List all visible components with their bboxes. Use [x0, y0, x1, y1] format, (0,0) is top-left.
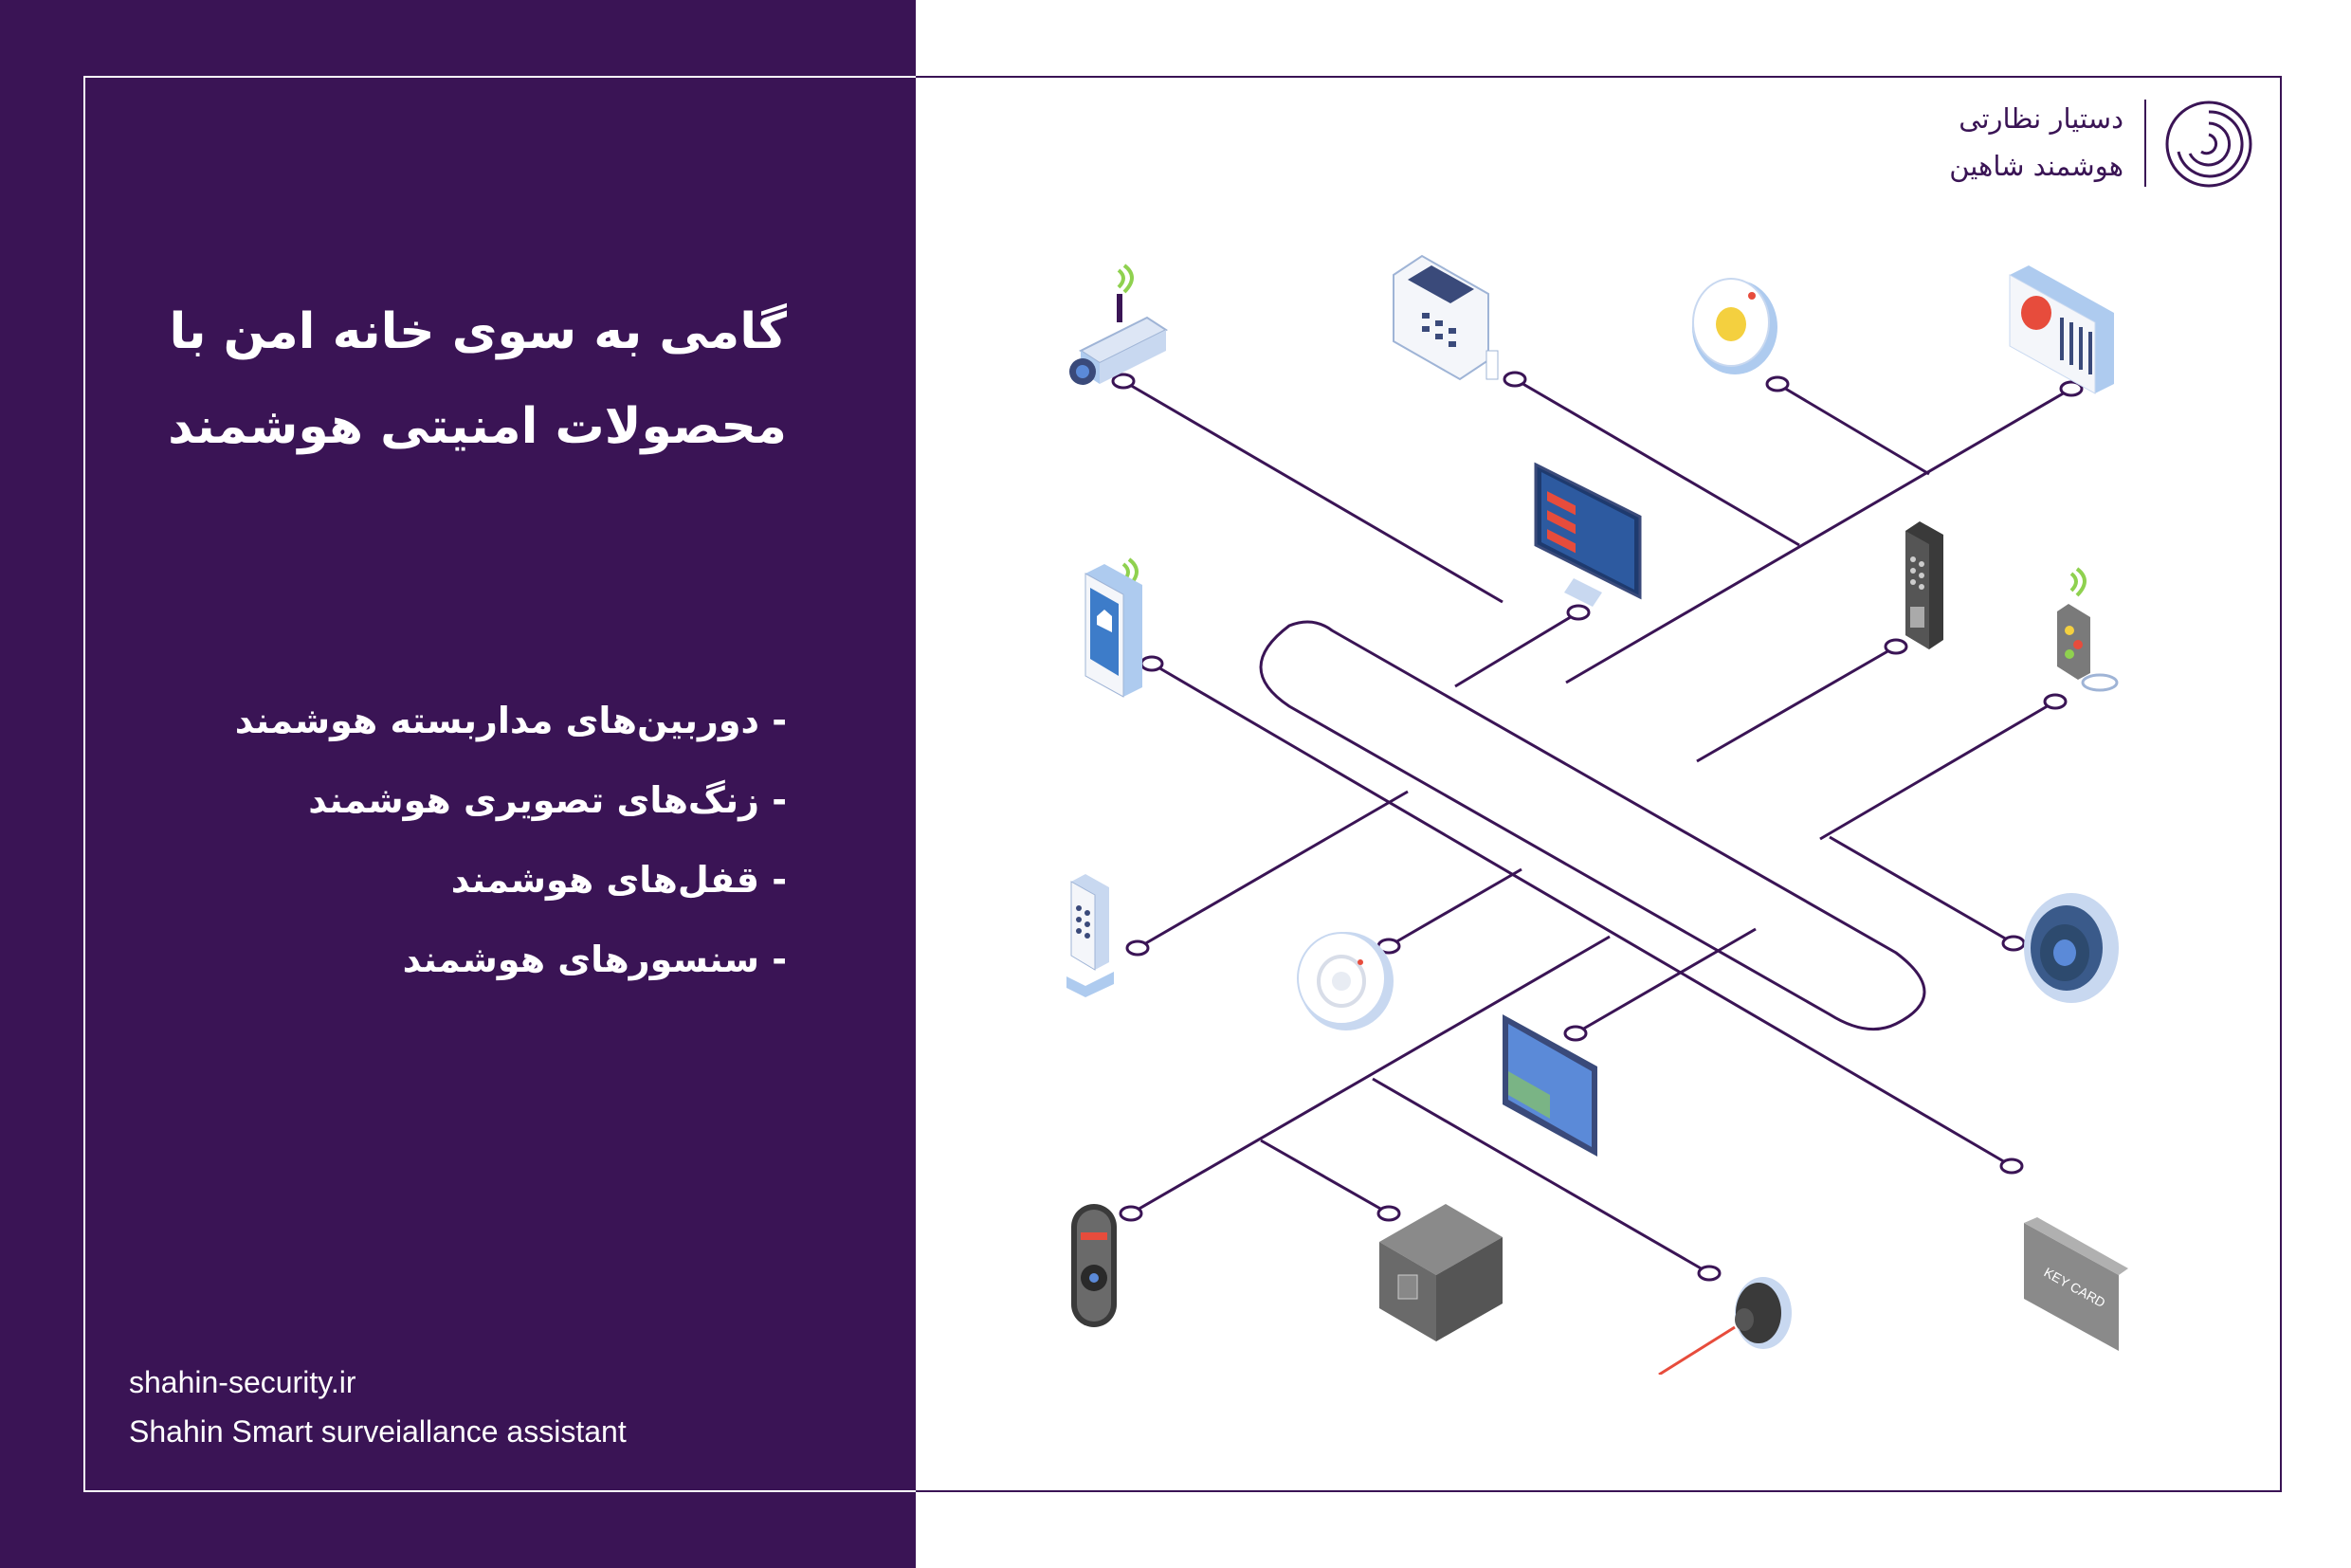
smartphone-icon — [1084, 557, 1142, 698]
shahin-logo-icon — [2165, 100, 2252, 188]
dome-camera-icon — [2024, 893, 2119, 1003]
website-link[interactable]: shahin-security.ir — [129, 1365, 356, 1399]
footer: shahin-security.ir Shahin Smart surveial… — [129, 1358, 627, 1456]
connection-nodes — [1111, 371, 2084, 1282]
door-lock-icon — [1066, 874, 1114, 997]
title-line-1: گامی به سوی خانه امن با — [169, 303, 787, 360]
smoke-detector-icon — [1692, 278, 1777, 374]
logo-divider — [2144, 100, 2146, 187]
left-panel — [0, 0, 916, 1568]
safe-icon — [1379, 1204, 1503, 1341]
logo-line-1: دستیار نظارتی — [1959, 102, 2123, 135]
key-card-icon: KEY CARD — [2024, 1217, 2128, 1351]
title-line-2: محصولات امنیتی هوشمند — [168, 398, 787, 455]
alarm-keypad-icon — [1393, 254, 1499, 381]
keypad-lock-icon — [1905, 521, 1943, 649]
feature-item: - دوربین‌های مداربسته هوشمند — [234, 700, 787, 741]
fire-alarm-icon — [1297, 932, 1394, 1030]
logo-line-2: هوشمند شاهین — [1949, 150, 2123, 182]
laser-sensor-icon — [1658, 1277, 1792, 1375]
network-lines — [1122, 377, 2072, 1275]
feature-item: - زنگ‌های تصویری هوشمند — [308, 779, 787, 821]
key-fob-icon — [2057, 567, 2119, 692]
inner-frame-left — [83, 76, 916, 1492]
security-network-diagram: KEY CARD — [1066, 254, 2128, 1375]
feature-list: - دوربین‌های مداربسته هوشمند - زنگ‌های ت… — [66, 692, 787, 1011]
cctv-camera-icon — [1069, 264, 1169, 385]
monitor-icon — [1534, 462, 1642, 607]
page-title: گامی به سوی خانه امن با محصولات امنیتی ه… — [66, 284, 787, 474]
logo-text: دستیار نظارتی هوشمند شاهین — [1744, 95, 2123, 190]
tagline: Shahin Smart surveiallance assistant — [129, 1414, 627, 1449]
feature-item: - سنسورهای هوشمند — [402, 939, 787, 980]
intercom-icon — [2009, 265, 2114, 394]
feature-item: - قفل‌های هوشمند — [450, 859, 787, 901]
tablet-icon — [1503, 1014, 1597, 1157]
video-doorbell-icon — [1071, 1204, 1117, 1327]
